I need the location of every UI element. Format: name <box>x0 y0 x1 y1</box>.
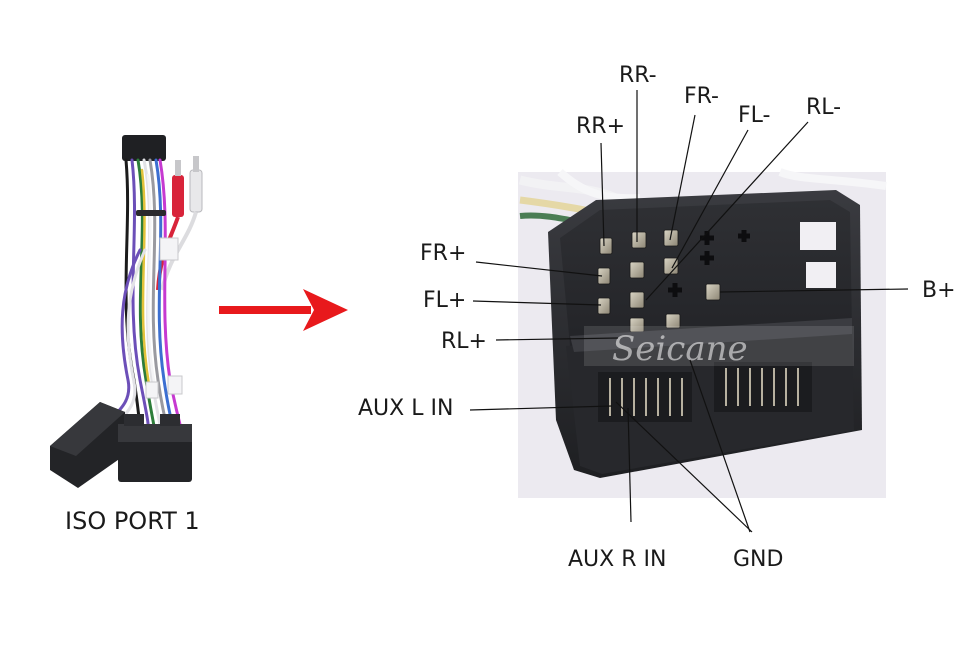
leader-lines <box>469 90 909 533</box>
side-window-bottom <box>806 262 836 288</box>
side-window-top <box>800 222 836 250</box>
top-connector <box>122 135 166 161</box>
connector-photo: Seicane <box>518 168 887 498</box>
label-rl-minus: RL- <box>806 95 841 120</box>
leader-fr-plus <box>475 261 603 277</box>
leader-fl-plus <box>472 300 602 306</box>
lower-pin-block-left <box>598 372 692 422</box>
label-rl-plus: RL+ <box>441 329 487 354</box>
iso-port-caption: ISO PORT 1 <box>65 507 200 535</box>
leader-b-plus <box>719 288 909 293</box>
seicane-watermark: Seicane <box>612 329 748 369</box>
leader-fl-minus <box>671 129 749 269</box>
leader-rl-plus <box>495 337 619 341</box>
label-rr-plus: RR+ <box>576 114 625 139</box>
leader-fr-minus <box>669 114 696 241</box>
iso-harness-illustration: ISO PORT 1 <box>50 135 203 535</box>
leader-rr-plus <box>600 142 605 247</box>
label-fr-minus: FR- <box>684 84 719 109</box>
label-b-plus: B+ <box>922 278 956 303</box>
label-aux-l-in: AUX L IN <box>358 396 453 421</box>
label-aux-r-in: AUX R IN <box>568 547 666 572</box>
arrow-head <box>303 289 348 331</box>
label-rr-minus: RR- <box>619 63 657 88</box>
leader-gnd-b <box>689 359 751 533</box>
leader-rl-minus <box>645 121 809 301</box>
label-fl-plus: FL+ <box>423 288 466 313</box>
lower-pin-block-right <box>714 362 812 412</box>
connector-ledge <box>570 318 852 352</box>
leader-gnd-a <box>615 401 753 533</box>
arrow-shaft <box>219 306 311 314</box>
upper-pin-grid <box>597 229 721 333</box>
red-arrow <box>219 289 348 331</box>
watermark-band <box>584 326 854 366</box>
label-fr-plus: FR+ <box>420 241 466 266</box>
label-gnd: GND <box>733 547 783 572</box>
empty-pin-slots <box>668 230 750 297</box>
leader-aux-l-in <box>469 405 613 411</box>
bottom-connectors <box>50 402 192 488</box>
pin-labels: RR- FR- FL- RL- RR+ FR+ FL+ RL+ B+ AUX L… <box>358 63 956 572</box>
leader-aux-r-in <box>627 407 632 523</box>
label-fl-minus: FL- <box>738 103 770 128</box>
